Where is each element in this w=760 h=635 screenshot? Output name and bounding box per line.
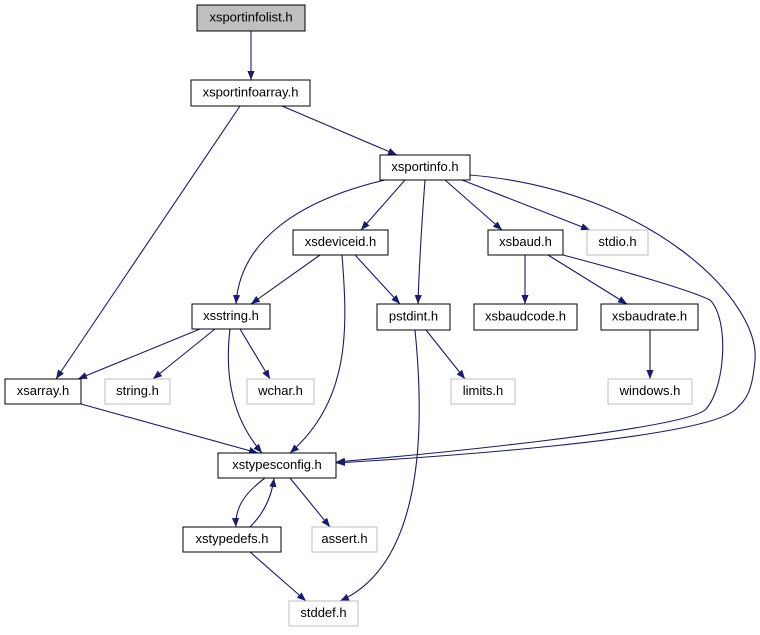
svg-text:assert.h: assert.h <box>321 531 367 546</box>
node-xstypedefs[interactable]: xstypedefs.h <box>182 526 282 553</box>
svg-text:xsbaudrate.h: xsbaudrate.h <box>612 308 687 323</box>
edge-xstypesconfig-xstypedefs <box>231 477 266 528</box>
svg-text:windows.h: windows.h <box>619 383 681 398</box>
svg-text:xstypedefs.h: xstypedefs.h <box>196 531 269 546</box>
svg-text:xsportinfo.h: xsportinfo.h <box>391 159 458 174</box>
edge-xsdeviceid-xstypesconfig <box>289 254 346 454</box>
edge-xsstring-xsarray <box>77 328 201 380</box>
node-windows: windows.h <box>607 378 693 405</box>
svg-text:xsdeviceid.h: xsdeviceid.h <box>305 234 377 249</box>
edge-xsstring-wchar <box>239 328 271 380</box>
edge-xsstring-string <box>152 328 216 380</box>
edge-xsbaud-xsbaudrate <box>547 254 628 305</box>
edge-pstdint-limits <box>425 329 466 380</box>
edge-xsbaud-xstypesconfig <box>335 254 724 465</box>
node-xsportinfoarray[interactable]: xsportinfoarray.h <box>190 79 311 107</box>
edge-pstdint-stddef <box>339 329 420 602</box>
edge-xsstring-xstypesconfig <box>227 328 263 454</box>
node-xsbaudrate[interactable]: xsbaudrate.h <box>600 303 699 331</box>
node-xsarray[interactable]: xsarray.h <box>4 378 82 405</box>
edge-xsportinfo-stdio <box>461 179 591 231</box>
svg-text:xsbaud.h: xsbaud.h <box>499 234 552 249</box>
svg-text:xsstring.h: xsstring.h <box>203 308 259 323</box>
node-xstypesconfig[interactable]: xstypesconfig.h <box>217 452 337 479</box>
node-stddef: stddef.h <box>288 600 359 627</box>
node-xsbaudcode[interactable]: xsbaudcode.h <box>473 303 578 331</box>
edge-xsportinfo-xsstring <box>232 179 386 305</box>
edge-xstypesconfig-assert <box>289 477 331 528</box>
edge-xsportinfo-xsbaud <box>444 179 503 231</box>
edge-xstypedefs-stddef <box>249 551 307 602</box>
edge-xsportinfo-xstypesconfig <box>335 174 756 467</box>
nodes: xsportinfolist.h xsportinfoarray.h xspor… <box>4 4 699 627</box>
svg-text:stddef.h: stddef.h <box>300 605 346 620</box>
svg-text:xstypesconfig.h: xstypesconfig.h <box>232 457 322 472</box>
svg-text:xsarray.h: xsarray.h <box>17 383 70 398</box>
svg-text:xsportinfolist.h: xsportinfolist.h <box>209 9 292 24</box>
node-xsdeviceid[interactable]: xsdeviceid.h <box>292 229 389 256</box>
edge-xsportinfo-xsdeviceid <box>360 179 406 231</box>
svg-text:string.h: string.h <box>116 383 159 398</box>
svg-text:pstdint.h: pstdint.h <box>389 308 438 323</box>
node-xsstring[interactable]: xsstring.h <box>191 303 271 330</box>
svg-text:xsportinfoarray.h: xsportinfoarray.h <box>203 84 299 99</box>
edges <box>55 31 756 602</box>
edge-xsportinfo-pstdint <box>414 179 426 305</box>
node-xsportinfo[interactable]: xsportinfo.h <box>379 154 471 181</box>
svg-text:stdio.h: stdio.h <box>598 234 636 249</box>
node-limits: limits.h <box>450 378 516 405</box>
svg-text:limits.h: limits.h <box>463 383 503 398</box>
edge-xsportinfoarray-xsportinfo <box>281 105 398 156</box>
node-assert: assert.h <box>311 526 378 553</box>
node-pstdint[interactable]: pstdint.h <box>376 303 451 331</box>
node-xsbaud[interactable]: xsbaud.h <box>487 229 564 256</box>
edge-xsdeviceid-xsstring <box>250 254 321 305</box>
node-xsportinfolist[interactable]: xsportinfolist.h <box>196 4 306 32</box>
edge-xsdeviceid-pstdint <box>354 254 401 305</box>
svg-text:xsbaudcode.h: xsbaudcode.h <box>485 308 566 323</box>
node-stdio: stdio.h <box>586 229 649 256</box>
node-wchar: wchar.h <box>246 378 315 405</box>
edge-xsportinfoarray-xsarray <box>55 105 241 380</box>
edge-xsarray-xstypesconfig <box>80 403 259 455</box>
node-string: string.h <box>104 378 171 405</box>
edge-xstypedefs-xstypesconfig <box>249 477 277 528</box>
svg-text:wchar.h: wchar.h <box>257 383 303 398</box>
